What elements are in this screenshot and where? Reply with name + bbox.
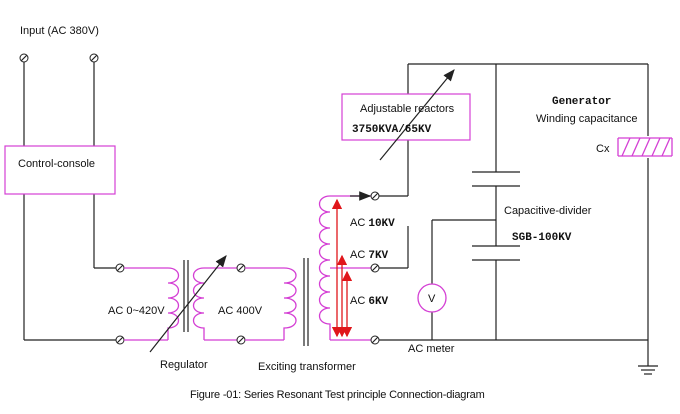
exciting-transformer-label: Exciting transformer [258,361,356,373]
reactor-box [341,93,471,141]
capacitive-divider [431,64,520,340]
reactor-rating: 3750KVA/65KV [352,124,432,136]
divider-model: SGB-100KV [512,232,572,244]
tap-7kv-label: AC 7KV [350,249,389,262]
winding-capacitance-label: Winding capacitance [536,113,638,125]
voltage-arrows [331,198,353,338]
exciting-transformer [236,191,380,346]
input-label: Input (AC 380V) [20,25,99,37]
control-console-label: Control-console [18,158,95,170]
figure-caption: Figure -01: Series Resonant Test princip… [190,389,485,401]
reactor-label: Adjustable reactors [360,103,455,115]
capacitive-divider-label: Capacitive-divider [504,205,592,217]
ac-meter-label: AC meter [408,343,455,355]
regulator [115,255,238,353]
generator-label: Generator [552,96,611,108]
exciting-input-voltage: AC 400V [218,305,263,317]
tap-6kv-label: AC 6KV [350,295,389,308]
winding-capacitance-symbol [617,137,673,157]
input-lines [23,58,95,340]
reactor-adjust-arrow [379,69,455,161]
regulator-input-voltage: AC 0~420V [108,305,165,317]
voltmeter-symbol: V [428,293,436,305]
input-terminals [19,53,99,63]
tap-10kv-label: AC 10KV [350,217,395,230]
cx-label: Cx [596,143,610,155]
voltmeter-circle [417,283,447,313]
control-console-box [4,145,116,195]
regulator-label: Regulator [160,359,208,371]
